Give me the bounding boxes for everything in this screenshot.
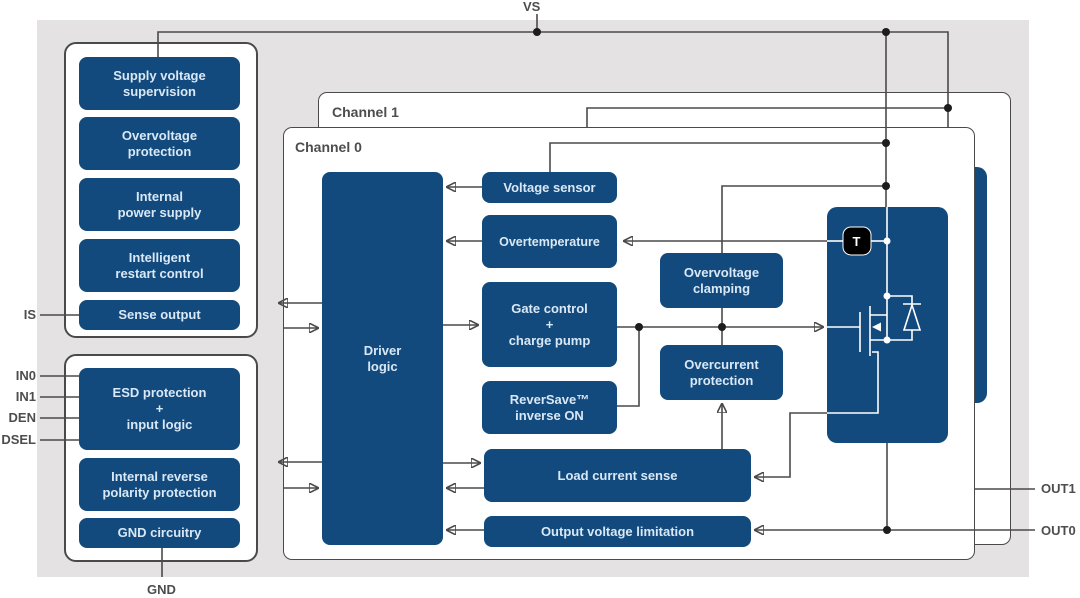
pin-label-out0: OUT0 [1041, 523, 1076, 538]
esd-input-logic-block: ESD protection + input logic [79, 368, 240, 450]
gate-control-charge-pump-block: Gate control + charge pump [482, 282, 617, 367]
pin-label-dsel: DSEL [1, 432, 36, 447]
pin-label-out1: OUT1 [1041, 481, 1076, 496]
sense-output-block: Sense output [79, 300, 240, 330]
channel0-label: Channel 0 [295, 139, 362, 155]
internal-power-supply-block: Internal power supply [79, 178, 240, 231]
voltage-sensor-block: Voltage sensor [482, 172, 617, 203]
load-current-sense-block: Load current sense [484, 449, 751, 502]
overcurrent-protection-block: Overcurrent protection [660, 345, 783, 400]
power-stage-block [827, 207, 948, 443]
channel1-label: Channel 1 [332, 104, 399, 120]
pin-label-is: IS [23, 307, 36, 322]
intelligent-restart-control-block: Intelligent restart control [79, 239, 240, 292]
gnd-circuitry-block: GND circuitry [79, 518, 240, 548]
overtemperature-block: Overtemperature [482, 215, 617, 268]
supply-voltage-supervision-block: Supply voltage supervision [79, 57, 240, 110]
internal-reverse-polarity-block: Internal reverse polarity protection [79, 458, 240, 511]
driver-logic-block: Driver logic [322, 172, 443, 545]
overvoltage-protection-block: Overvoltage protection [79, 117, 240, 170]
overvoltage-clamping-block: Overvoltage clamping [660, 253, 783, 308]
pin-label-den: DEN [8, 410, 36, 425]
pin-label-gnd: GND [147, 582, 176, 597]
pin-label-in0: IN0 [15, 368, 36, 383]
pin-label-in1: IN1 [15, 389, 36, 404]
output-voltage-limitation-block: Output voltage limitation [484, 516, 751, 547]
reversave-inverse-on-block: ReverSave™ inverse ON [482, 381, 617, 434]
pin-label-vs: VS [523, 0, 541, 14]
